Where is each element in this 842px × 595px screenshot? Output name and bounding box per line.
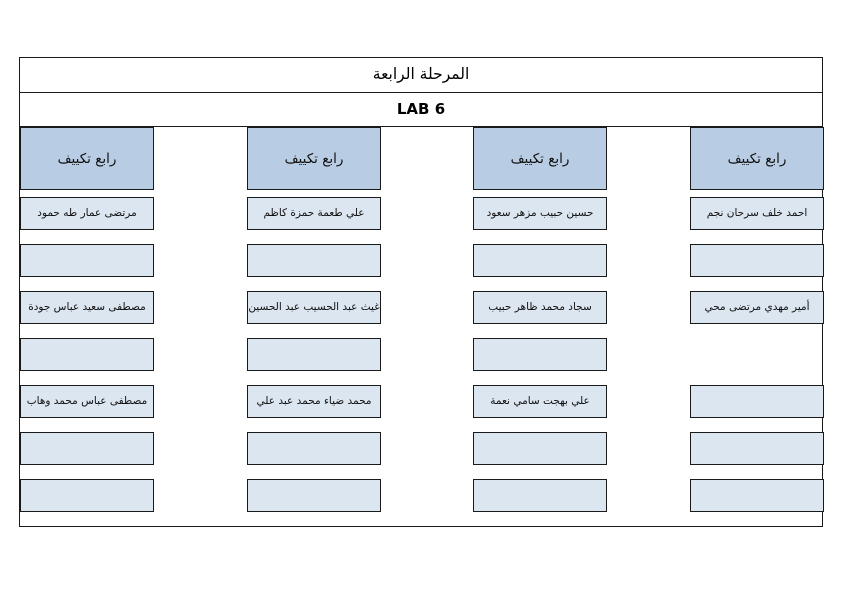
student-cell[interactable]: [20, 338, 154, 371]
student-cell[interactable]: [690, 432, 824, 465]
student-name: مصطفى عباس محمد وهاب: [26, 395, 148, 408]
schedule-column-2: رابع تكييف علي طعمة حمزة كاظم غيث عبد ال…: [247, 127, 381, 525]
student-cell[interactable]: [473, 479, 607, 512]
student-cell[interactable]: [20, 244, 154, 277]
column-header-3: رابع تكييف: [473, 127, 607, 190]
column-header-1: رابع تكييف: [20, 127, 154, 190]
student-name: حسين حبيب مزهر سعود: [486, 207, 594, 220]
schedule-table: المرحلة الرابعة LAB 6 رابع تكييف مرتضى ع…: [19, 57, 824, 527]
student-cell[interactable]: احمد خلف سرحان نجم: [690, 197, 824, 230]
column-header-label: رابع تكييف: [57, 150, 117, 167]
student-cell[interactable]: [247, 479, 381, 512]
student-cell[interactable]: علي طعمة حمزة كاظم: [247, 197, 381, 230]
column-header-label: رابع تكييف: [727, 150, 787, 167]
student-name: مصطفى سعيد عباس جودة: [28, 301, 146, 314]
student-cell[interactable]: [690, 385, 824, 418]
student-name: احمد خلف سرحان نجم: [706, 207, 808, 220]
lab-title: LAB 6: [396, 100, 446, 118]
schedule-column-1: رابع تكييف مرتضى عمار طه حمود مصطفى سعيد…: [20, 127, 154, 525]
schedule-grid: رابع تكييف مرتضى عمار طه حمود مصطفى سعيد…: [20, 127, 824, 525]
student-cell[interactable]: [690, 479, 824, 512]
stage-title-row: المرحلة الرابعة: [20, 58, 822, 93]
student-cell[interactable]: مرتضى عمار طه حمود: [20, 197, 154, 230]
student-name: أمير مهدي مرتضى محي: [704, 301, 810, 314]
lab-title-row: LAB 6: [20, 93, 822, 127]
student-cell[interactable]: [247, 338, 381, 371]
student-name: غيث عبد الحسيب عبد الحسين: [248, 301, 380, 314]
student-cell[interactable]: سجاد محمد ظاهر حبيب: [473, 291, 607, 324]
student-cell[interactable]: غيث عبد الحسيب عبد الحسين: [247, 291, 381, 324]
student-cell[interactable]: [247, 244, 381, 277]
student-cell[interactable]: مصطفى عباس محمد وهاب: [20, 385, 154, 418]
student-cell[interactable]: [20, 479, 154, 512]
schedule-column-4: رابع تكييف احمد خلف سرحان نجم أمير مهدي …: [690, 127, 824, 525]
student-cell[interactable]: مصطفى سعيد عباس جودة: [20, 291, 154, 324]
student-cell[interactable]: [247, 432, 381, 465]
student-cell[interactable]: أمير مهدي مرتضى محي: [690, 291, 824, 324]
stage-title: المرحلة الرابعة: [372, 65, 470, 84]
student-cell[interactable]: [473, 338, 607, 371]
column-header-label: رابع تكييف: [284, 150, 344, 167]
student-cell[interactable]: محمد ضياء محمد عبد علي: [247, 385, 381, 418]
student-name: علي طعمة حمزة كاظم: [263, 207, 365, 220]
student-name: سجاد محمد ظاهر حبيب: [488, 301, 592, 314]
student-cell[interactable]: [20, 432, 154, 465]
student-cell[interactable]: حسين حبيب مزهر سعود: [473, 197, 607, 230]
student-cell[interactable]: علي بهجت سامي نعمة: [473, 385, 607, 418]
student-cell[interactable]: [690, 244, 824, 277]
student-name: علي بهجت سامي نعمة: [490, 395, 590, 408]
student-cell[interactable]: [473, 244, 607, 277]
column-header-label: رابع تكييف: [510, 150, 570, 167]
schedule-column-3: رابع تكييف حسين حبيب مزهر سعود سجاد محمد…: [473, 127, 607, 525]
student-name: محمد ضياء محمد عبد علي: [256, 395, 372, 408]
student-cell[interactable]: [473, 432, 607, 465]
column-header-2: رابع تكييف: [247, 127, 381, 190]
column-header-4: رابع تكييف: [690, 127, 824, 190]
student-name: مرتضى عمار طه حمود: [37, 207, 137, 220]
